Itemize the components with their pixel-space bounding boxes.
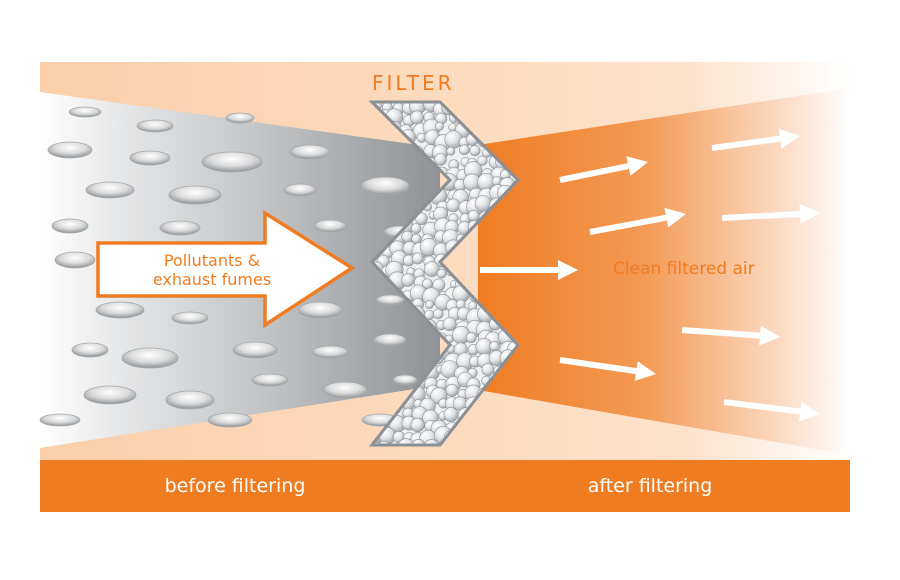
- before-filtering-label: before filtering: [164, 475, 306, 497]
- filter-bubble: [372, 442, 385, 445]
- clean-air-arrow: [559, 156, 648, 183]
- clean-air-label: Clean filtered air: [613, 259, 755, 279]
- droplet: [54, 251, 96, 269]
- droplet: [171, 311, 209, 325]
- filter-bubble: [410, 417, 425, 433]
- droplet: [207, 412, 253, 428]
- filter-bubble: [443, 407, 459, 422]
- droplet: [165, 390, 215, 410]
- filter-bubble: [469, 145, 481, 157]
- filter-bubble: [489, 341, 500, 352]
- droplet: [225, 112, 255, 124]
- droplet: [392, 374, 418, 386]
- filter-bubble: [396, 438, 416, 445]
- pollutants-arrow: [96, 209, 356, 329]
- pollutants-label-line1: Pollutants &: [163, 251, 261, 270]
- filter-bubble: [401, 230, 414, 243]
- droplet: [373, 333, 407, 347]
- droplet: [71, 342, 109, 358]
- filter-bubble: [435, 122, 444, 131]
- filter-bubble: [465, 332, 477, 344]
- droplet: [39, 413, 81, 427]
- droplet: [95, 301, 145, 319]
- droplet: [201, 151, 263, 173]
- clean-air-arrow: [711, 128, 800, 151]
- clean-air-arrows: [480, 128, 820, 422]
- filter-bubble: [432, 308, 444, 320]
- filter-bubble: [467, 209, 480, 222]
- droplet: [313, 219, 347, 233]
- filter-bubble: [423, 439, 440, 445]
- clean-air-arrow: [480, 260, 578, 280]
- filter-bubble: [411, 252, 424, 265]
- filter-bubble: [436, 268, 447, 279]
- droplet: [159, 220, 201, 236]
- filter-bubble: [410, 223, 422, 234]
- droplet: [311, 345, 349, 359]
- filter-bubble: [477, 155, 488, 166]
- droplet: [68, 106, 102, 118]
- droplet: [297, 301, 343, 319]
- droplet: [83, 385, 137, 405]
- droplet: [51, 218, 89, 234]
- pollutants-label-line2: exhaust fumes: [152, 270, 272, 290]
- filter-bubble: [446, 146, 456, 156]
- droplet: [360, 176, 410, 196]
- droplet: [121, 347, 179, 369]
- pollutant-droplets: [39, 106, 418, 428]
- droplet: [129, 150, 171, 166]
- pollutants-label: Pollutants & exhaust fumes: [148, 251, 276, 289]
- droplet: [85, 181, 135, 199]
- filter-bubble: [446, 198, 461, 213]
- after-filtering-label: after filtering: [587, 475, 713, 497]
- droplet: [289, 144, 331, 160]
- clean-air-arrow: [721, 204, 820, 225]
- droplet: [136, 119, 174, 133]
- clean-air-arrow: [589, 207, 686, 235]
- clean-air-arrow: [559, 357, 656, 382]
- droplet: [322, 381, 368, 399]
- droplet: [251, 373, 289, 387]
- filter-bubble: [459, 144, 470, 156]
- droplet: [283, 183, 317, 197]
- filter-bubble: [425, 300, 434, 309]
- droplet: [47, 141, 93, 159]
- clean-air-arrow: [681, 325, 780, 346]
- filter-label: FILTER: [372, 71, 455, 95]
- filter-bubble: [423, 261, 440, 277]
- filter-bubble: [410, 110, 424, 125]
- droplet: [232, 341, 278, 359]
- droplet: [375, 294, 405, 306]
- filter-bubble: [411, 439, 426, 445]
- filter-bubble: [401, 273, 415, 287]
- filter-bubble: [445, 383, 459, 397]
- filter-bubble: [442, 317, 457, 332]
- filter-bubble: [415, 212, 428, 226]
- clean-air-arrow: [723, 399, 820, 422]
- bottom-label-bar: [40, 460, 850, 512]
- filter-bubble: [434, 153, 447, 166]
- droplet: [168, 185, 222, 205]
